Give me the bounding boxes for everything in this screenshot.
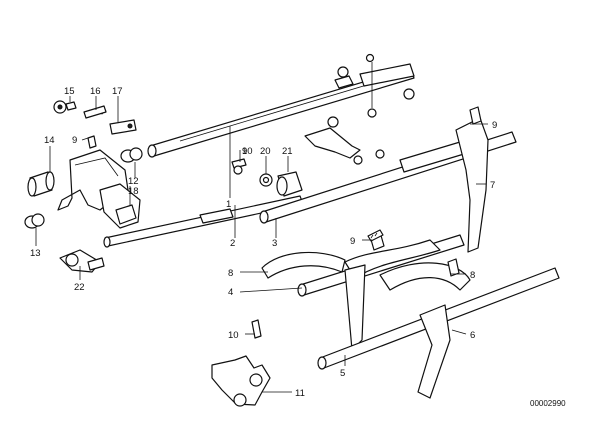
callout-16: 16 — [90, 86, 101, 97]
callout-12: 12 — [128, 176, 139, 187]
detent-parts-center — [231, 158, 303, 197]
callout-13: 13 — [30, 248, 41, 259]
callout-6: 6 — [470, 330, 475, 341]
callout-8-right: 8 — [470, 270, 475, 281]
callout-5: 5 — [340, 368, 345, 379]
callout-15: 15 — [64, 86, 75, 97]
shift-rod-with-fork-8 — [261, 231, 465, 351]
callout-20: 20 — [260, 146, 271, 157]
callout-9-top-right: 9 — [492, 120, 497, 131]
callout-18: 18 — [128, 186, 139, 197]
shift-rod-upper — [147, 53, 415, 158]
callout-10-lower: 10 — [228, 330, 239, 341]
callout-4: 4 — [228, 287, 233, 298]
leader-lines — [35, 96, 488, 393]
callout-21: 21 — [282, 146, 293, 157]
callout-9-left: 9 — [72, 135, 77, 146]
selector-bracket — [211, 319, 271, 407]
interlock-lever — [304, 116, 385, 165]
callout-9-center: 9 — [350, 236, 355, 247]
callout-3: 3 — [272, 238, 277, 249]
callout-22: 22 — [74, 282, 85, 293]
callout-7: 7 — [490, 180, 495, 191]
callout-9-mid: 9 — [242, 146, 247, 157]
callout-2: 2 — [230, 238, 235, 249]
shift-rod-with-fork-7 — [259, 106, 517, 253]
callout-10-center: 10 — [242, 146, 253, 157]
callout-14: 14 — [44, 135, 55, 146]
callout-1: 1 — [226, 199, 231, 210]
detent-springs — [367, 229, 384, 242]
callout-8-fork: 8 — [228, 268, 233, 279]
callout-17: 17 — [112, 86, 123, 97]
selector-mechanism — [24, 100, 143, 229]
document-id: 00002990 — [530, 399, 566, 408]
callout-11: 11 — [295, 388, 305, 399]
shift-rod-with-fork-6 — [317, 258, 560, 399]
